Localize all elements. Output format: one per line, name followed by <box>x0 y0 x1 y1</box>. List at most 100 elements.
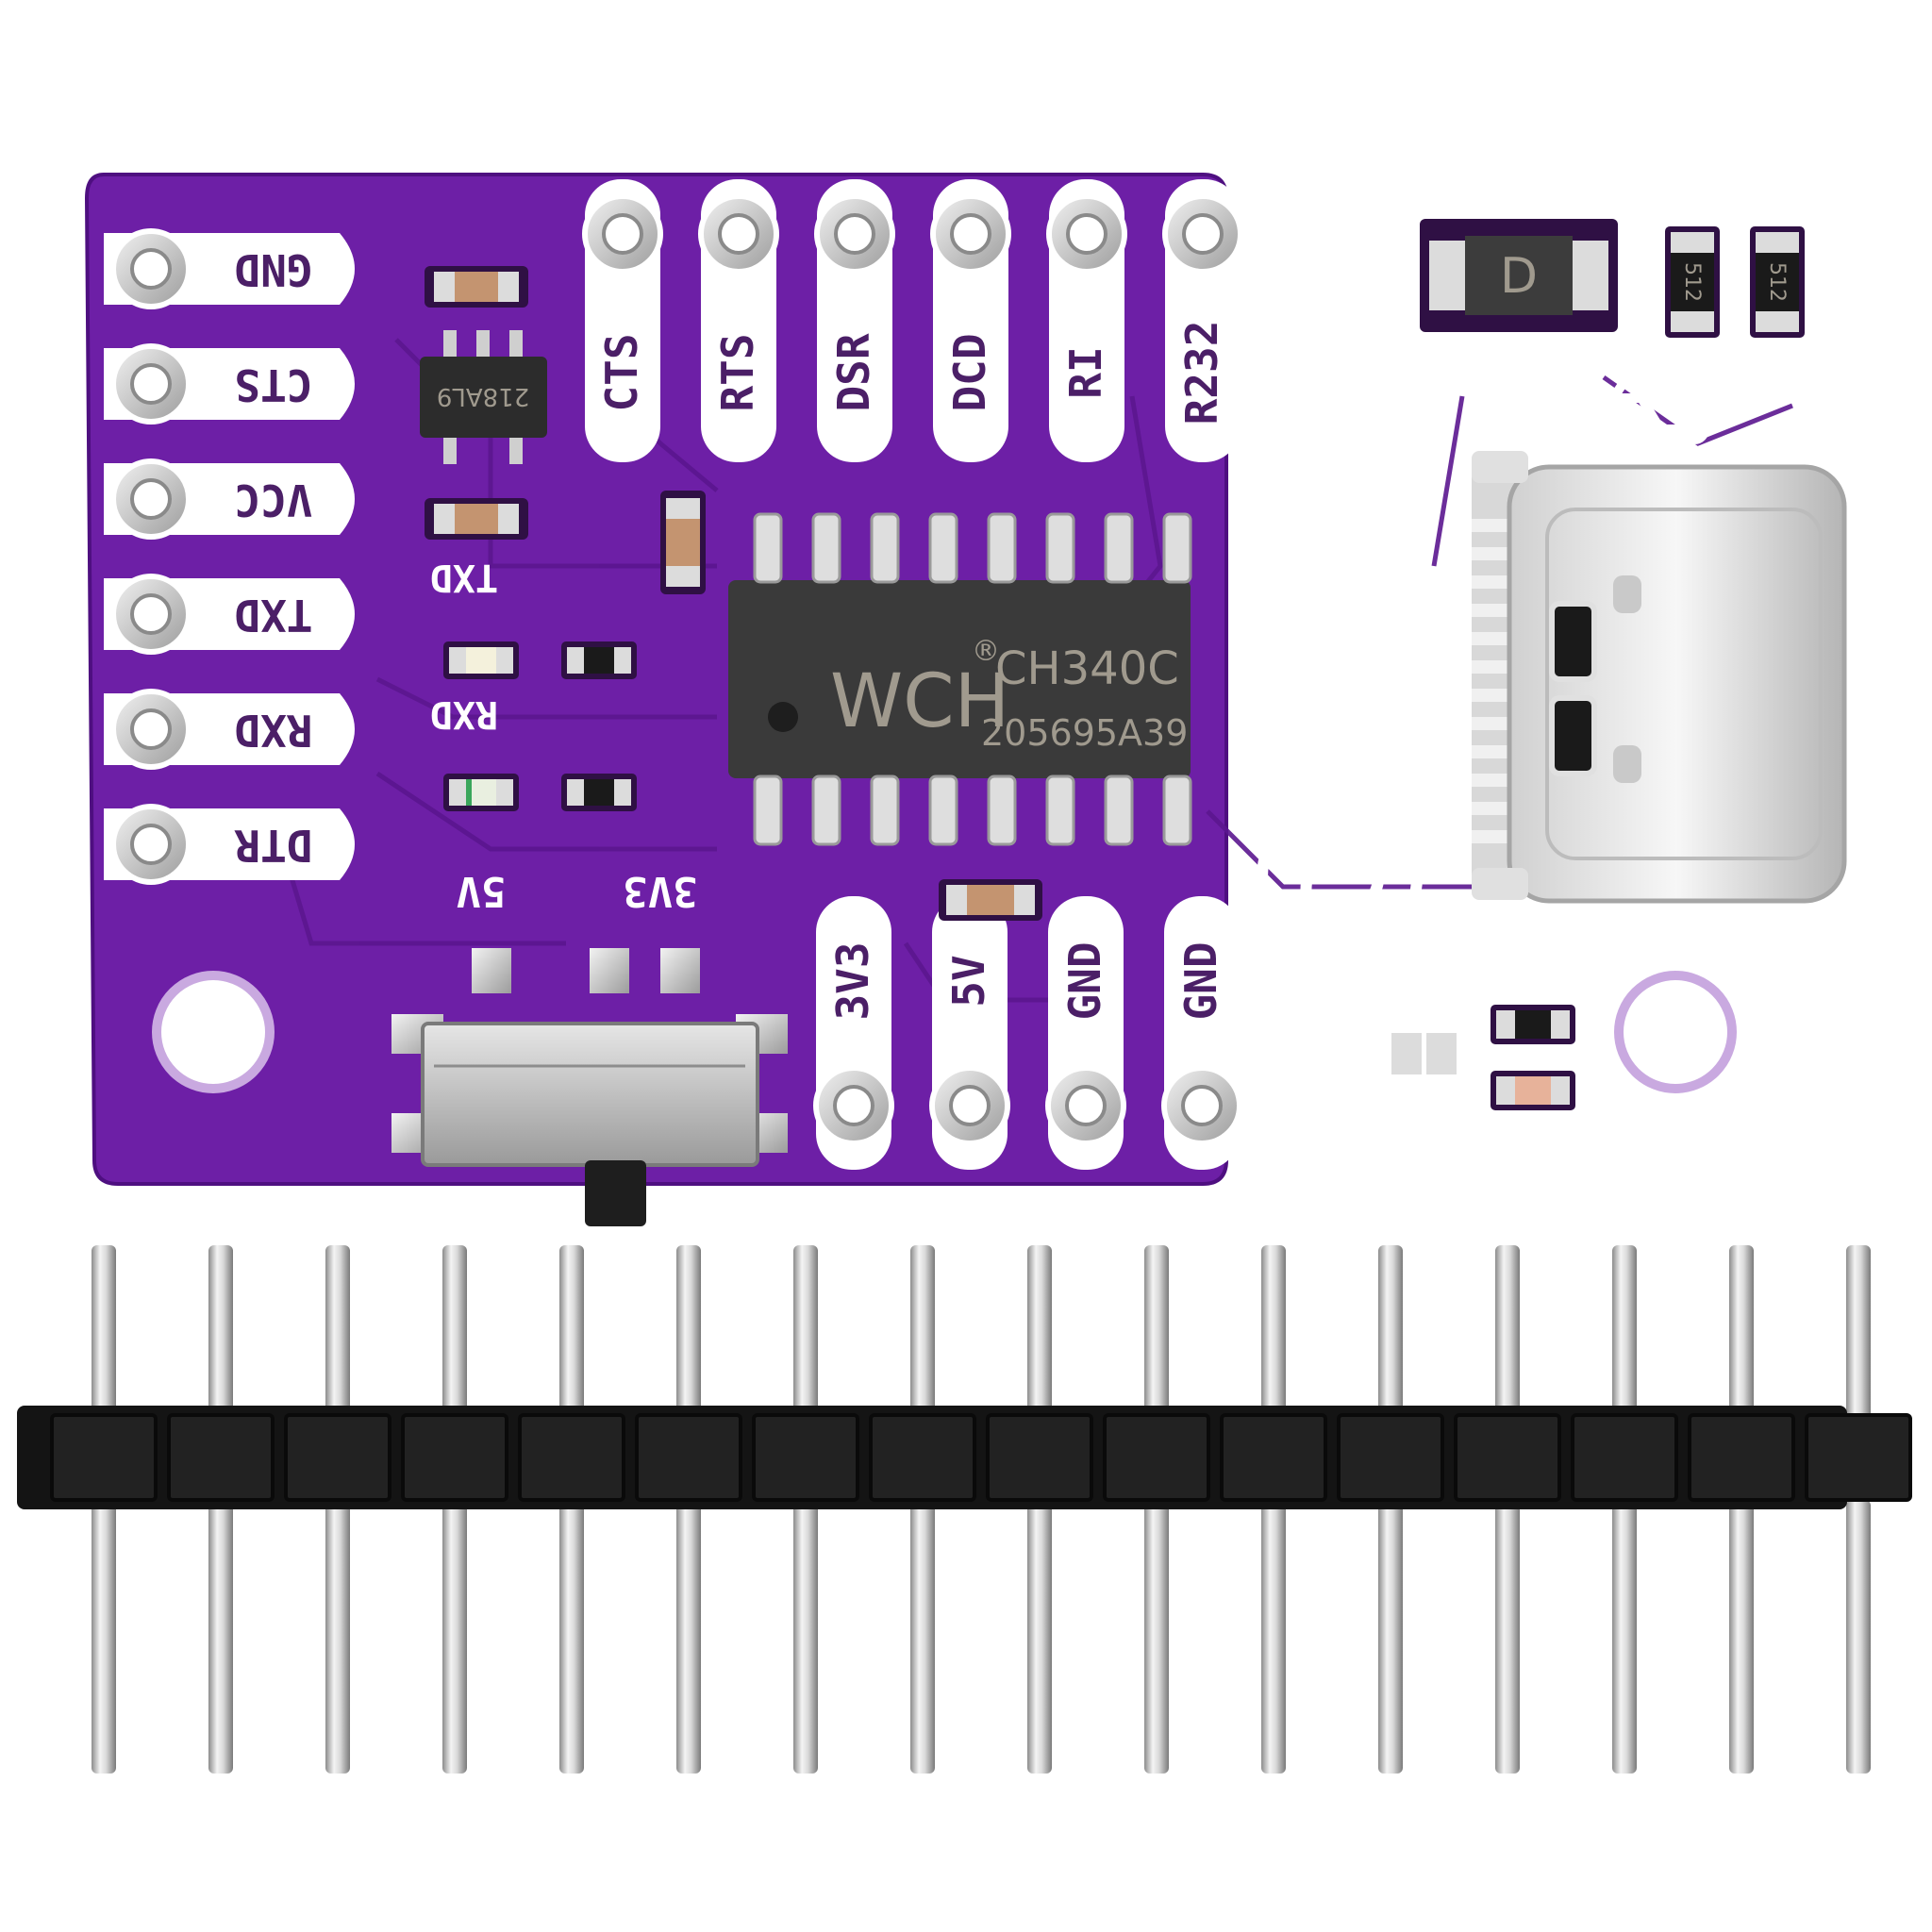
header-pin-upper <box>676 1245 701 1434</box>
header-segment <box>50 1413 158 1502</box>
chip-leg-top <box>928 512 958 584</box>
header-pin-lower <box>1027 1500 1052 1774</box>
left-pin-hole <box>130 248 172 290</box>
chip-leg-bottom <box>1045 774 1075 846</box>
chip-leg-bottom <box>1162 774 1192 846</box>
top-pin-rts-1: RTS <box>698 179 779 462</box>
top-pin-hole <box>950 213 991 255</box>
header-pin-lower <box>1729 1500 1754 1774</box>
left-pin-label: RXD <box>234 705 312 756</box>
header-pin-lower <box>1612 1500 1637 1774</box>
usb-trident-icon <box>1562 346 1745 444</box>
chip-leg-top <box>811 512 841 584</box>
top-pin-hole <box>1182 213 1224 255</box>
header-pin-upper <box>442 1245 467 1434</box>
header-pin-upper <box>910 1245 935 1434</box>
jp1-label: JP1 <box>1397 969 1462 1010</box>
top-pin-cts-0: CTS <box>582 179 663 462</box>
header-pin-lower <box>208 1500 233 1774</box>
header-segment <box>1454 1413 1561 1502</box>
left-pin-hole <box>130 478 172 520</box>
bottom-pin-gnd-2: GND <box>1045 896 1126 1170</box>
power-select-switch[interactable] <box>391 948 788 1226</box>
jp1-jumper-pads <box>1391 1033 1457 1074</box>
left-pin-label: TXD <box>234 590 312 641</box>
header-pin-upper <box>1027 1245 1052 1434</box>
header-pin-upper <box>559 1245 584 1434</box>
header-segment <box>986 1413 1093 1502</box>
chip-leg-top <box>870 512 900 584</box>
chip-leg-top <box>1104 512 1134 584</box>
header-segment <box>167 1413 275 1502</box>
top-pin-r232-5: R232 <box>1162 179 1243 462</box>
resistor-r2-marking: 512 <box>1765 262 1789 302</box>
left-pin-dtr-5: DTR <box>104 804 355 885</box>
header-pin-upper <box>1495 1245 1520 1434</box>
top-pin-dcd-3: DCD <box>930 179 1011 462</box>
header-pin-lower <box>1378 1500 1403 1774</box>
top-pin-hole <box>602 213 643 255</box>
header-pin-upper <box>1612 1245 1637 1434</box>
resistor-r2: 512 <box>1750 226 1805 338</box>
resistor-r1: 512 <box>1665 226 1720 338</box>
top-pin-hole <box>718 213 759 255</box>
rx-led-label: RXD <box>430 692 498 736</box>
header-pin-upper <box>208 1245 233 1434</box>
left-pin-vcc-2: VCC <box>104 458 355 540</box>
top-pin-hole <box>1066 213 1108 255</box>
bottom-pin-label: GND <box>1175 941 1226 1020</box>
left-pin-label: GND <box>234 244 312 295</box>
ch340c-chip: WCH ® CH340C 205695A39 <box>728 512 1192 846</box>
header-pin-lower <box>793 1500 818 1774</box>
left-pin-hole <box>130 363 172 405</box>
chip-leg-bottom <box>1104 774 1134 846</box>
header-pin-lower <box>910 1500 935 1774</box>
capacitor-c4 <box>939 879 1042 921</box>
pin1-dot <box>768 702 798 732</box>
rx-led <box>443 774 519 811</box>
header-segment <box>1337 1413 1444 1502</box>
switch-slider-knob[interactable] <box>585 1160 646 1226</box>
header-pin-lower <box>1261 1500 1286 1774</box>
left-pin-gnd-0: GND <box>104 228 355 309</box>
header-pin-lower <box>1495 1500 1520 1774</box>
tx-led-label: TXD <box>430 556 498 599</box>
header-pin-upper <box>1378 1245 1403 1434</box>
top-pin-label: R232 <box>1176 321 1227 425</box>
tx-led <box>443 641 519 679</box>
top-pin-hole <box>834 213 875 255</box>
top-pin-label: CTS <box>596 333 647 411</box>
left-pin-cts-1: CTS <box>104 343 355 425</box>
header-pin-upper <box>92 1245 116 1434</box>
bottom-pin-label: GND <box>1059 941 1110 1020</box>
header-segment <box>518 1413 625 1502</box>
header-pin-upper <box>1144 1245 1169 1434</box>
header-pin-upper <box>793 1245 818 1434</box>
header-pin-upper <box>1729 1245 1754 1434</box>
header-segment <box>284 1413 391 1502</box>
chip-leg-top <box>987 512 1017 584</box>
header-pin-lower <box>442 1500 467 1774</box>
top-pin-label: RI <box>1060 346 1111 398</box>
bottom-pin-hole <box>833 1085 874 1126</box>
voltage-regulator: 218AL9 <box>420 330 547 464</box>
chip-brand: WCH <box>830 659 1009 744</box>
pin-header-strip <box>17 1245 1912 1774</box>
brand-swirl-logo <box>1257 794 1423 960</box>
bottom-pin-5v-1: 5V <box>929 896 1010 1170</box>
top-pin-ri-4: RI <box>1046 179 1127 462</box>
left-pin-column: GND CTS VCC TXD RXD DTR <box>104 228 355 885</box>
left-pin-hole <box>130 824 172 865</box>
chip-leg-bottom <box>928 774 958 846</box>
bottom-pin-hole <box>1065 1085 1107 1126</box>
pwr-label: PWR <box>1489 1131 1567 1182</box>
switch-label-5v: 5V <box>457 867 507 915</box>
switch-label-3v3: 3V3 <box>623 867 697 915</box>
bottom-pin-hole <box>949 1085 991 1126</box>
header-pin-lower <box>92 1500 116 1774</box>
header-segment <box>1220 1413 1327 1502</box>
header-segment <box>752 1413 859 1502</box>
chip-leg-top <box>753 512 783 584</box>
